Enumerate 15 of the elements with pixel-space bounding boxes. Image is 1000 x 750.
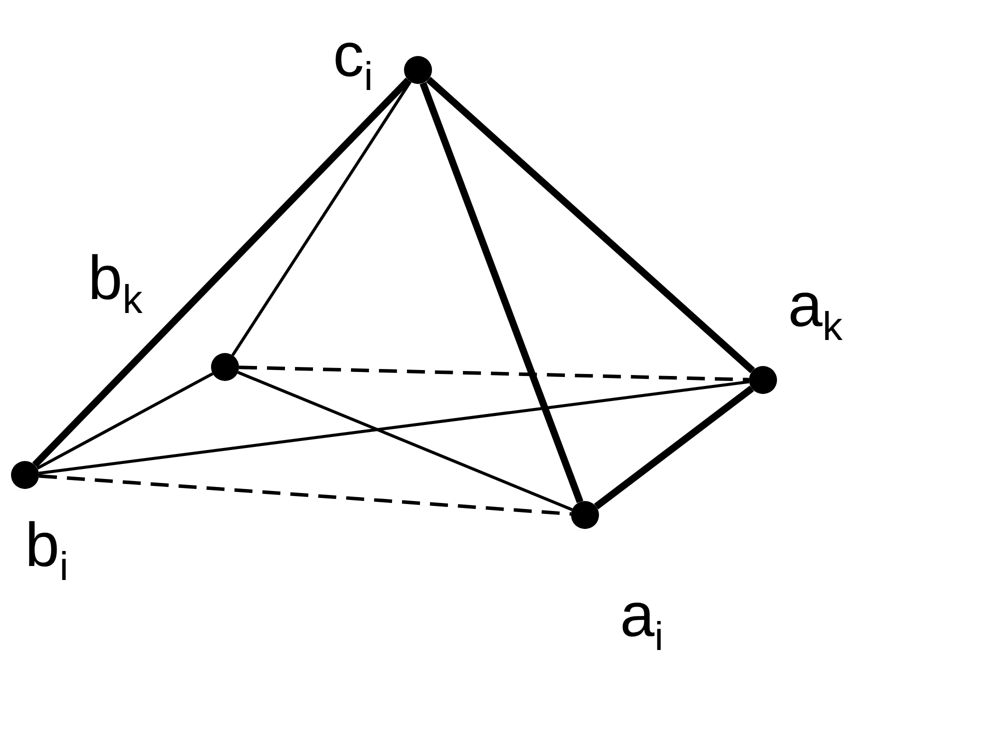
dashed-edge-line <box>38 474 572 516</box>
vertex-label: a$_{k}$ <box>788 275 842 347</box>
vertex-label: b$_{i}$ <box>25 515 68 587</box>
thick-edge-line <box>426 76 755 374</box>
dashed-edge-line <box>238 366 750 382</box>
point-label: b$_{k}$ <box>88 248 142 320</box>
vertex-label: c$_{i}$ <box>333 25 373 97</box>
vertex-label: a$_{i}$ <box>620 585 664 657</box>
edge-line <box>231 80 412 356</box>
thick-edge-line <box>594 386 754 510</box>
edge-line <box>38 380 750 475</box>
edge-line <box>36 372 214 470</box>
thick-edge-line <box>32 78 411 468</box>
edge-line <box>237 370 573 512</box>
thick-edge-line <box>420 82 584 504</box>
